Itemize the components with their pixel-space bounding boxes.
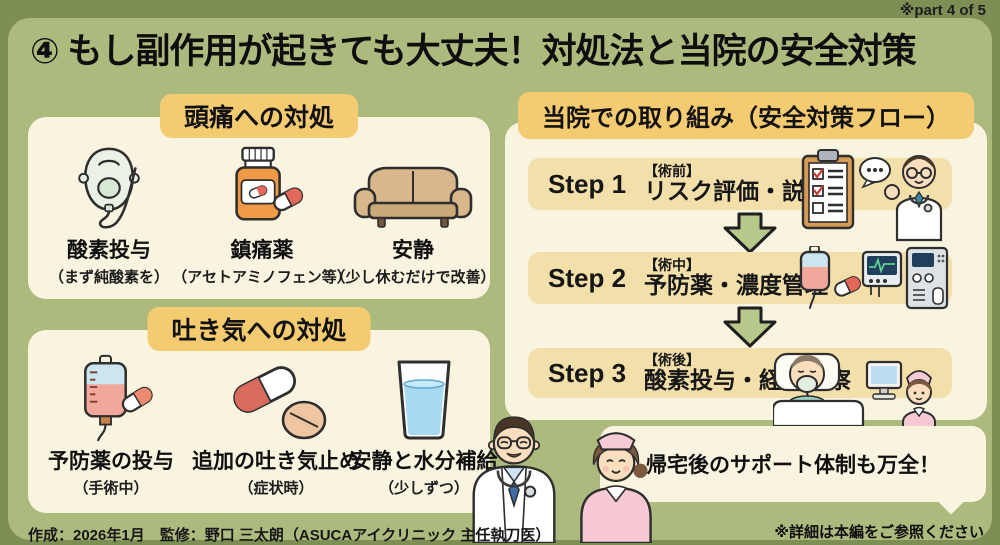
nausea-panel: 吐き気への対処 予防薬の投与 （手術中） [28,307,498,513]
care-item-label: 予防薬の投与 [48,450,174,473]
care-item-label: 酸素投与 [67,239,151,262]
capsule-tablet-icon [220,354,332,442]
footer-reference-note: ※詳細は本編をご参照ください [774,524,984,541]
flow-panel-heading: 当院での取り組み（安全対策フロー） [518,92,974,139]
step-phase: 【術前】 [644,162,700,179]
recovery-observation-illustration [773,352,936,431]
down-arrow-icon [723,306,777,348]
painkiller-bottle-icon [213,143,311,231]
doctor-bust-icon [884,155,943,242]
iv-drip-icon [799,246,831,309]
headache-panel: 頭痛への対処 酸素投与 （まず純酸素を） [28,94,496,299]
footer-credit: 作成：2026年1月 監修：野口 三太朗（ASUCAアイクリニック 主任執刀医） [28,527,551,544]
headache-panel-heading: 頭痛への対処 [159,94,359,138]
step-phase: 【術後】 [644,351,700,368]
down-arrow-icon [723,212,777,254]
safety-flow-panel: 当院での取り組み（安全対策フロー） Step 1 【術前】 リスク評価・説明 S… [505,92,987,431]
speech-dots-icon [859,157,891,189]
part-label: ※part 4 of 5 [899,2,986,19]
nausea-item-preventive: 予防薬の投与 （手術中） [32,354,190,498]
nurse-bust-icon [902,370,936,431]
step-action: リスク評価・説明 [644,178,828,205]
monitoring-equipment-illustration [799,246,949,310]
care-item-label: 鎮痛薬 [230,239,294,262]
care-item-sub: （少し休むだけで改善） [330,269,496,286]
care-item-sub: （症状時） [238,480,314,497]
care-item-label: 安静と水分補給 [350,450,498,473]
water-glass-icon [387,354,461,442]
care-item-label: 安静 [392,239,434,262]
care-item-sub: （アセトアミノフェン等） [172,269,352,286]
nausea-item-hydration: 安静と水分補給 （少しずつ） [351,354,498,498]
step-phase: 【術中】 [644,256,700,273]
risk-assessment-illustration [801,149,943,242]
step-number: Step 2 [548,262,627,293]
capsule-icon [834,276,861,297]
headache-item-rest: 安静 （少し休むだけで改善） [331,143,496,287]
care-item-sub: （少しずつ） [379,480,469,497]
iv-bag-icon [59,354,163,442]
sofa-icon [351,143,475,231]
computer-icon [865,360,903,400]
step-action: 予防薬・濃度管理 [644,272,828,299]
doctor-illustration [472,416,556,543]
step-number: Step 1 [548,168,627,199]
headache-item-painkiller: 鎮痛薬 （アセトアミノフェン等） [172,143,352,287]
step-number: Step 3 [548,357,627,388]
page-title: ④ もし副作用が起きても大丈夫！対処法と当院の安全対策 [30,32,917,71]
nurse-illustration [580,432,652,543]
anesthesia-machine-icon [905,246,949,310]
care-item-sub: （手術中） [73,480,149,497]
oxygen-mask-icon [67,143,151,231]
care-item-label: 追加の吐き気止め [192,450,360,473]
nausea-item-antiemetic: 追加の吐き気止め （症状時） [192,354,360,498]
monitor-icon [861,250,903,297]
nausea-panel-heading: 吐き気への対処 [147,307,371,351]
headache-item-oxygen: 酸素投与 （まず純酸素を） [34,143,184,287]
support-bubble: 帰宅後のサポート体制も万全！ [600,426,986,515]
care-item-sub: （まず純酸素を） [48,269,169,286]
support-note: 帰宅後のサポート体制も万全！ [646,454,940,477]
